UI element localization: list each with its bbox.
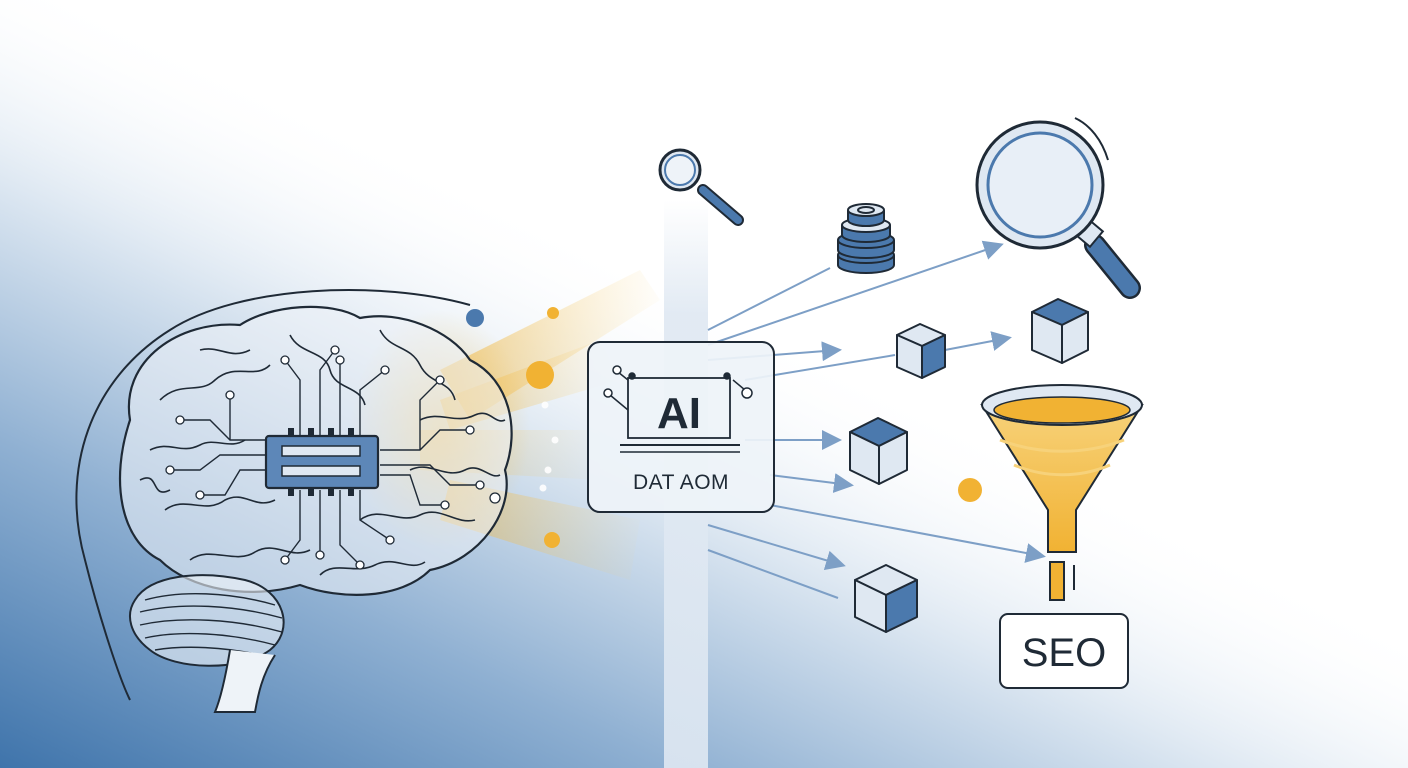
seo-label: SEO	[1022, 631, 1106, 675]
ai-title: AI	[657, 389, 701, 438]
funnel-icon	[980, 384, 1144, 601]
magnifier-icon	[975, 117, 1141, 299]
circuit-traces	[170, 349, 480, 566]
head-outline	[75, 289, 471, 701]
brain-icon	[118, 305, 530, 713]
chip-icon	[264, 428, 380, 496]
seo-box: SEO	[999, 613, 1129, 689]
particles	[466, 307, 982, 548]
database-icon	[837, 203, 895, 274]
ai-panel: AI DAT AOM	[587, 341, 775, 513]
cube-icon	[854, 564, 918, 633]
cube-icon	[896, 323, 946, 379]
cube-icon	[849, 417, 908, 485]
cube-icon	[1031, 298, 1089, 364]
magnifier-icon	[658, 148, 744, 226]
ai-subtitle: DAT AOM	[633, 471, 729, 494]
